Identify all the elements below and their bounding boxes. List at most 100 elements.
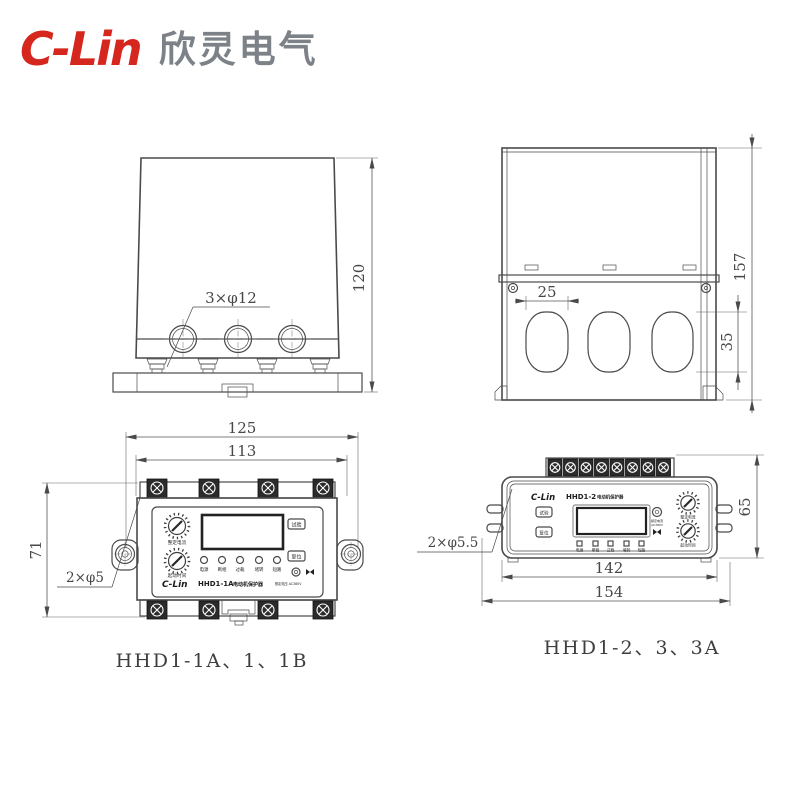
lcd-display — [200, 513, 285, 551]
led-label: 堵转 — [255, 566, 264, 573]
terminal-screw-icon — [312, 600, 334, 620]
svg-text:复位: 复位 — [539, 529, 549, 536]
terminal-screw-icon — [198, 478, 220, 499]
panel-model-text: HHD1-2 — [566, 493, 596, 501]
terminal-screw-icon — [563, 458, 578, 477]
ccc-mark-icon — [651, 506, 663, 518]
terminal-screw-icon — [578, 458, 594, 477]
led-label: 断相 — [592, 548, 600, 553]
panel-footnote-text: 额定电压 AC380V — [275, 581, 302, 586]
mounting-bracket — [486, 523, 504, 533]
status-led-icon — [235, 555, 245, 565]
front-view-height-dim: 120 — [350, 264, 368, 293]
knob2-label: 起动时间 — [168, 572, 187, 579]
hhd1-1a-panel-drawing: 125 113 — [27, 419, 364, 672]
rear-view-drawing: 25 35 157 — [494, 134, 762, 413]
front-view-drawing: 120 3×φ12 — [112, 157, 378, 398]
hhd1-2-panel-drawing: C-Lin HHD1-2 电动机保护器 试验 复位 电源 断相 过载 堵转 短路… — [417, 454, 764, 659]
foot — [702, 385, 724, 401]
terminal-screw-icon — [146, 600, 168, 620]
foot — [700, 557, 712, 563]
reset-button: 复位 — [287, 550, 306, 562]
terminal-screw-icon — [312, 478, 334, 499]
cable-hole-icon — [219, 319, 257, 359]
bowtie-mark-icon — [306, 569, 314, 575]
led-label: 电源 — [576, 548, 584, 553]
device-body-outline — [135, 157, 340, 359]
test-button: 试验 — [287, 518, 306, 530]
current-setting-knob-icon — [676, 491, 700, 515]
start-time-knob-icon — [163, 547, 191, 575]
panel-note-line2: AC380V — [651, 523, 664, 527]
terminal-screw-icon — [146, 478, 168, 499]
led-label: 断相 — [218, 566, 227, 573]
terminal-screw-icon — [547, 458, 563, 477]
status-led-icon — [272, 555, 282, 565]
front-panel — [151, 506, 324, 598]
mounting-hole-callout: 2×φ5 — [66, 570, 104, 586]
hinge-bar — [498, 274, 720, 283]
cable-window — [651, 311, 694, 373]
screw-icon — [700, 282, 712, 294]
panel-type-text: 电动机保护器 — [597, 494, 624, 501]
front-view-hole-callout: 3×φ12 — [205, 289, 257, 307]
status-led-icon — [199, 555, 209, 565]
svg-text:试验: 试验 — [539, 509, 549, 516]
led-label: 堵转 — [623, 548, 631, 553]
panel-brand-text: C-Lin — [162, 580, 188, 590]
foot — [494, 385, 508, 401]
terminal-screw-icon — [656, 458, 671, 477]
terminal-strip — [139, 599, 336, 617]
terminal-screws — [146, 358, 331, 374]
mounting-ear — [336, 539, 364, 571]
terminal-screw-icon — [625, 458, 640, 477]
company-name-text: 欣灵电气 — [158, 27, 319, 71]
led-label: 电源 — [200, 566, 209, 573]
mounting-bracket — [486, 504, 504, 514]
current-setting-knob-icon — [163, 512, 191, 540]
model-caption: HHD1-2、3、3A — [544, 637, 721, 659]
terminal-screw-icon — [257, 478, 279, 499]
din-rail-clip — [221, 600, 256, 626]
device-body-outline — [501, 147, 717, 401]
knob1-label: 整定电流 — [168, 539, 187, 546]
terminal-screw-icon — [594, 458, 609, 477]
din-rail-clip — [221, 383, 254, 398]
slot-width-dim: 25 — [537, 283, 556, 301]
vent-slot — [524, 264, 539, 271]
cable-hole-icon — [164, 319, 202, 359]
knob1-label: 整定电流 — [680, 515, 695, 520]
mounting-bracket — [715, 523, 733, 533]
terminal-strip — [139, 481, 336, 499]
foot — [507, 557, 519, 563]
outer-width-dim: 125 — [228, 419, 257, 437]
panel-height-dim: 65 — [736, 497, 754, 516]
cable-hole-icon — [273, 319, 311, 359]
lcd-display — [575, 506, 648, 536]
device-body-outline — [501, 476, 718, 559]
panel-type-text: 电动机保护器 — [233, 581, 264, 588]
status-led-icon — [217, 555, 227, 565]
lcd-display-frame — [572, 504, 651, 538]
front-panel — [506, 480, 713, 555]
knob2-label: 起动时间 — [680, 543, 695, 548]
led-label: 过载 — [607, 548, 615, 553]
mounting-bracket — [715, 504, 733, 514]
screw-icon — [507, 282, 519, 294]
terminal-screw-icon — [609, 458, 625, 477]
cable-window — [587, 311, 631, 373]
led-label: 过载 — [236, 566, 245, 573]
cable-window — [525, 311, 569, 373]
vent-slot — [602, 264, 617, 271]
panel-brand-text: C-Lin — [531, 493, 555, 503]
status-led-icon — [254, 555, 264, 565]
terminal-screw-icon — [257, 600, 279, 620]
outer-width-dim: 154 — [595, 583, 624, 601]
panel-model-text: HHD1-1A — [198, 580, 234, 588]
mounting-base — [112, 372, 363, 393]
status-led-icon — [592, 540, 599, 547]
led-label: 短路 — [273, 566, 282, 573]
svg-text:试验: 试验 — [291, 522, 301, 529]
brand-logo-text: C-Lin — [20, 22, 143, 76]
